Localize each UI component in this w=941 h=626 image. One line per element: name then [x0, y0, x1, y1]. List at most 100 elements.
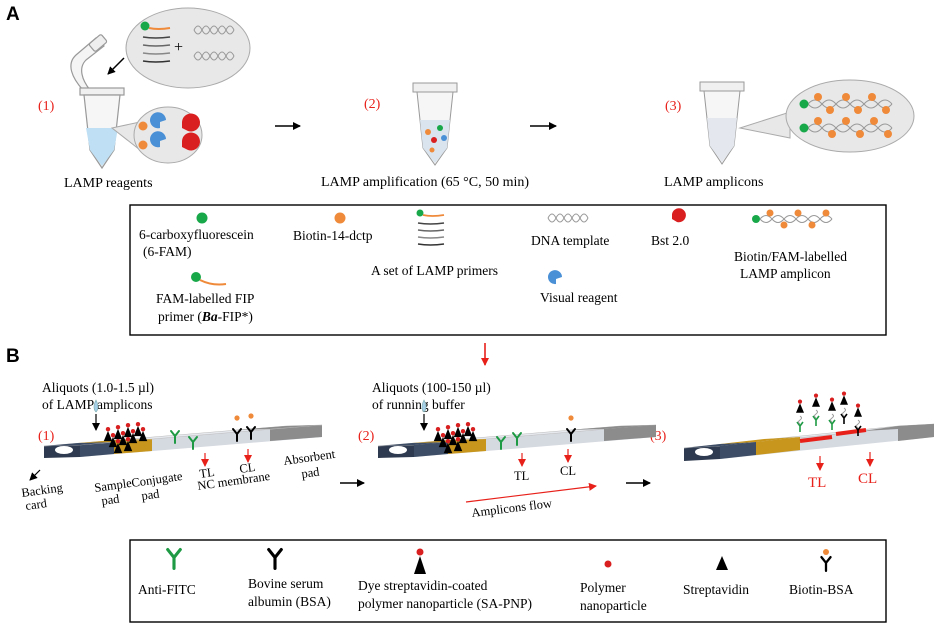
legend-sapnp-2: polymer nanoparticle (SA-PNP): [358, 596, 532, 611]
add-arrow: [107, 57, 125, 75]
step-a2-caption: LAMP amplification (65 °C, 50 min): [321, 175, 529, 190]
legend-sapnp-1: Dye streptavidin-coated: [358, 578, 488, 593]
legend-fam-2: (6-FAM): [143, 244, 192, 259]
polymer-nanoparticle-mark: [855, 403, 861, 408]
sapnp-mark: [812, 397, 820, 407]
capture-antibody-mark: [854, 425, 862, 436]
biotin-icon: [334, 212, 346, 224]
sapnp-mark: [443, 442, 453, 454]
anti-fitc-icon: [166, 547, 182, 571]
capture-antibody-mark: [812, 415, 820, 426]
legend-visual: Visual reagent: [540, 290, 618, 305]
polymer-nanoparticle-mark: [440, 432, 446, 438]
sapnp-mark: [453, 440, 463, 452]
polymer-nanoparticle-mark: [115, 424, 121, 430]
sapnp-icon: [414, 548, 426, 574]
polymer-nanoparticle-mark: [450, 430, 456, 436]
template-icon: [547, 213, 589, 223]
sapnp-mark: [123, 426, 133, 438]
strip2-tl: TL: [514, 469, 529, 483]
dna-template-coils: [193, 25, 235, 61]
sapnp-mark: [433, 430, 443, 442]
polymer-nanoparticle-mark: [120, 430, 126, 436]
legend-polymer-2: nanoparticle: [580, 598, 647, 613]
polymer-nanoparticle-mark: [140, 426, 146, 432]
capture-antibody-mark: [796, 421, 804, 432]
visual-reagent-icon: [548, 270, 562, 285]
panel-b-letter: B: [6, 346, 20, 367]
polymer-nanoparticle-mark: [455, 436, 461, 442]
capture-antibody-mark: [828, 419, 836, 430]
step-a1-num: (1): [38, 99, 55, 114]
sapnp-mark: [443, 428, 453, 440]
label-tl-1: TL: [198, 465, 215, 481]
sapnp-mark: [128, 432, 138, 444]
polymer-nanoparticle-mark: [455, 422, 461, 428]
capture-antibody-mark: [840, 413, 848, 424]
legend-primers: A set of LAMP primers: [371, 263, 498, 278]
amplicon-bubble: [738, 79, 915, 153]
strip3-tl: TL: [808, 475, 826, 491]
primers-icon: [416, 209, 445, 246]
polymer-nanoparticle-mark: [125, 436, 131, 442]
step-a3-num: (3): [665, 99, 682, 114]
sapnp-mark: [118, 434, 128, 446]
flow-arrow: [465, 482, 597, 503]
legend-fip-1: FAM-labelled FIP: [156, 291, 254, 306]
step-a1-caption: LAMP reagents: [64, 176, 153, 191]
label-conjugate-2: pad: [140, 486, 161, 502]
sapnp-mark: [113, 442, 123, 454]
legend-template: DNA template: [531, 233, 609, 248]
sapnp-mark: [438, 436, 448, 448]
legend-streptavidin: Streptavidin: [683, 582, 749, 597]
legend-bsa-1: Bovine serum: [248, 576, 324, 591]
legend-a-box: [129, 204, 887, 336]
label-cl-1: CL: [238, 460, 256, 476]
step-b1-num: (1): [38, 429, 55, 444]
amplicon-mark: [798, 415, 802, 425]
polymer-nanoparticle-mark: [797, 399, 803, 404]
bsa-icon: [267, 547, 283, 571]
plus-sign: +: [174, 39, 183, 56]
sapnp-mark: [458, 432, 468, 444]
amplification-tube: [412, 82, 458, 166]
sapnp-mark: [108, 436, 118, 448]
amplicon-tube: [699, 81, 745, 165]
amplicon-mark: [814, 409, 818, 419]
amplicon-icon: [752, 209, 833, 229]
polymer-nanoparticle-mark: [813, 393, 819, 398]
sapnp-mark: [468, 430, 478, 442]
amplicon-mark: [842, 407, 846, 417]
biotin-bsa-icon: [820, 549, 832, 573]
label-sample-1: Sample: [93, 476, 133, 495]
aliquot2-line2: of running buffer: [372, 397, 465, 412]
sapnp-mark: [453, 426, 463, 438]
strip2-cl: CL: [560, 464, 576, 478]
label-sample-2: pad: [100, 491, 121, 507]
strip3-cl: CL: [858, 471, 877, 487]
strip1-sapnp-cluster: [103, 421, 148, 454]
strip2-sapnp-cluster: [433, 421, 478, 454]
strip1-dropper: [92, 399, 100, 431]
aliquot1-line1: Aliquots (1.0-1.5 µl): [42, 380, 154, 395]
polymer-icon: [604, 560, 612, 568]
legend-bsa-2: albumin (BSA): [248, 594, 331, 609]
bst-icon: [672, 208, 686, 223]
polymer-nanoparticle-mark: [460, 428, 466, 434]
legend-biotin-bsa: Biotin-BSA: [789, 582, 854, 597]
strip2-dropper: [420, 399, 428, 431]
fam-dot: [140, 21, 150, 31]
legend-amplicon-1: Biotin/FAM-labelled: [734, 249, 847, 264]
enzyme-bubble: [110, 106, 203, 164]
polymer-nanoparticle-mark: [115, 438, 121, 444]
streptavidin-icon: [716, 556, 728, 570]
sapnp-mark: [796, 403, 804, 413]
polymer-nanoparticle-mark: [110, 432, 116, 438]
polymer-nanoparticle-mark: [135, 421, 141, 427]
polymer-nanoparticle-mark: [125, 422, 131, 428]
polymer-nanoparticle-mark: [445, 424, 451, 430]
lfa-strip-3: [683, 423, 935, 461]
fam-icon: [196, 212, 208, 224]
fip-primer-icon: [191, 272, 227, 286]
